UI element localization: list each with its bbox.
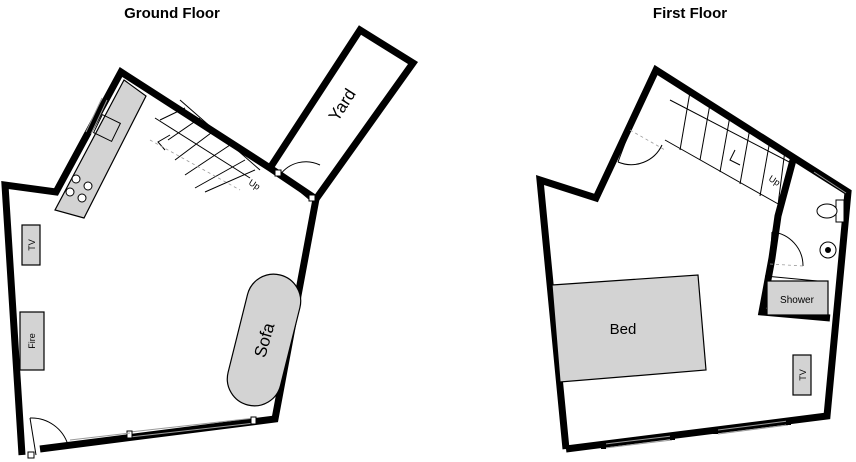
first-floor-title: First Floor <box>653 5 727 22</box>
ground-stairs <box>149 99 261 193</box>
hob-icon <box>65 174 93 203</box>
first-tv <box>792 354 812 396</box>
fireplace <box>19 311 45 371</box>
first-tv-label: TV <box>798 369 808 381</box>
yard-label: Yard <box>325 85 360 124</box>
first-stairs <box>664 91 796 206</box>
bedroom-door <box>617 129 666 166</box>
ground-stairs-up-label: Up <box>247 177 262 192</box>
shower <box>766 280 829 316</box>
ground-floor-plan: Ground Floor Up <box>1 5 419 459</box>
kitchen-counter <box>54 79 147 219</box>
ground-floor-title: Ground Floor <box>124 5 220 22</box>
bed-label: Bed <box>610 321 637 338</box>
kitchen-sink <box>92 113 122 143</box>
basin-icon <box>819 241 837 259</box>
yard-door <box>274 161 321 202</box>
ground-front-window <box>69 416 257 441</box>
ground-tv-label: TV <box>27 239 37 251</box>
first-stairs-up-label: Up <box>767 173 782 188</box>
first-floor-walls <box>536 64 852 453</box>
bathroom-door <box>769 231 804 267</box>
toilet-icon <box>816 199 845 223</box>
fire-label: Fire <box>27 333 37 349</box>
ground-tv <box>21 224 41 266</box>
shower-label: Shower <box>780 295 815 306</box>
yard-walls <box>267 25 419 202</box>
sofa <box>226 273 302 407</box>
first-floor-plan: First Floor Up <box>536 5 852 453</box>
first-front-windows <box>601 418 791 449</box>
bed <box>551 274 707 383</box>
front-door <box>27 417 69 459</box>
